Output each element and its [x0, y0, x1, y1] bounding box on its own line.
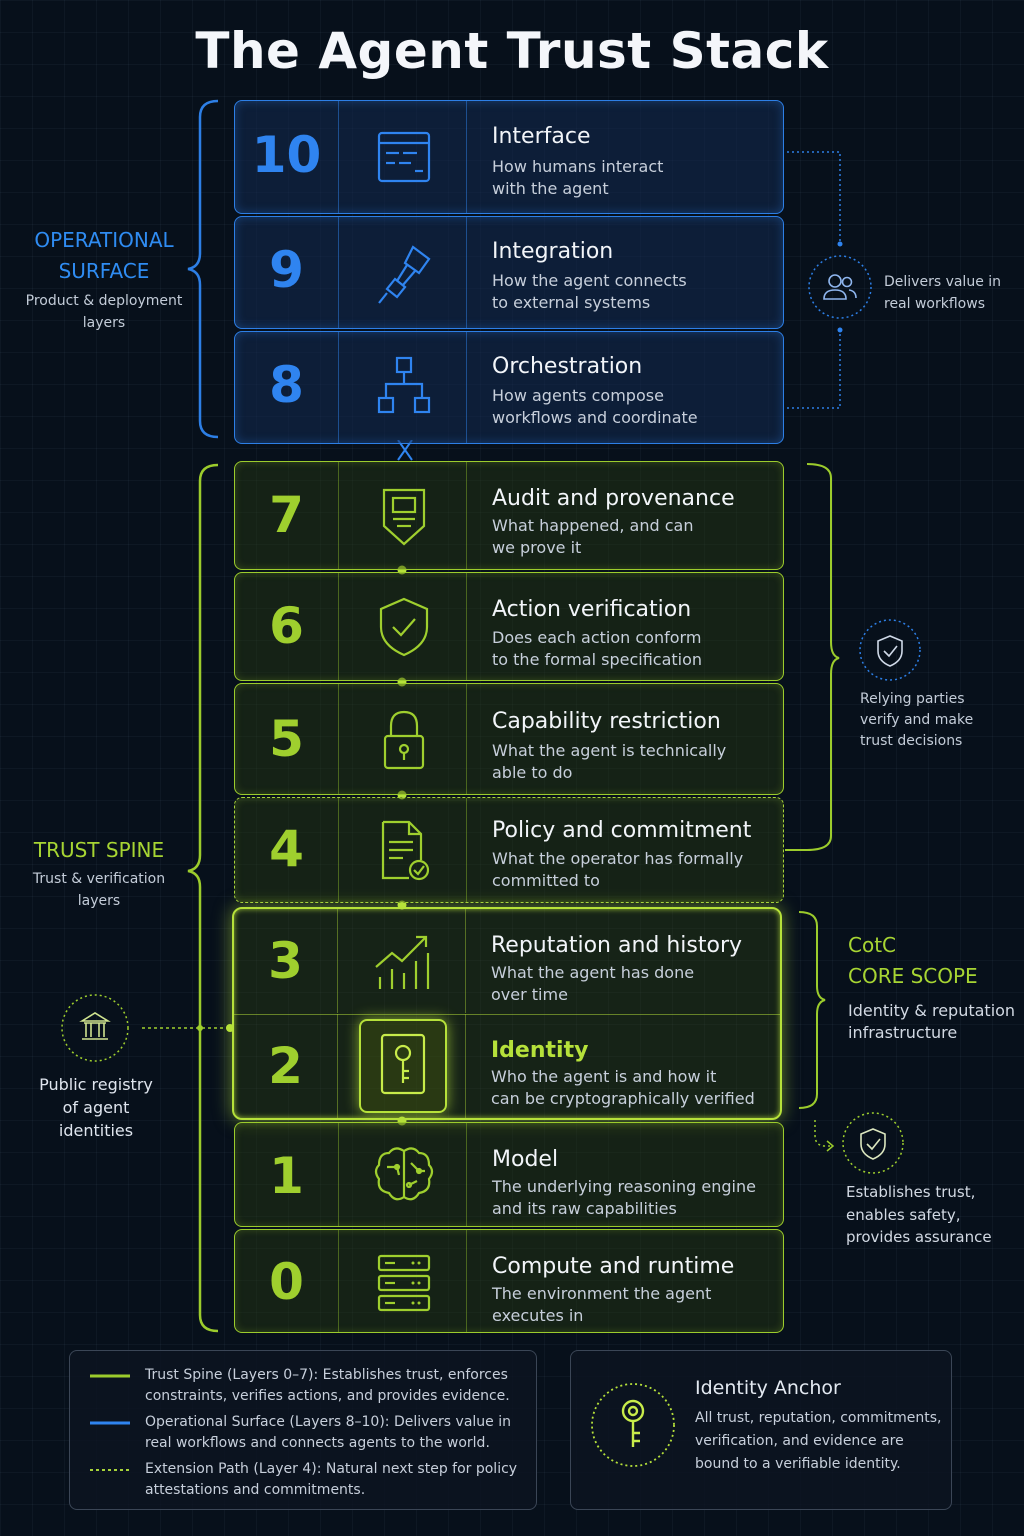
layer-title: Integration	[492, 239, 614, 264]
key-icon	[380, 1033, 426, 1095]
key-icon	[591, 1383, 675, 1467]
shield-check-icon	[877, 635, 903, 667]
layer-number: 6	[269, 597, 304, 655]
layer-number: 1	[269, 1147, 304, 1205]
identity-anchor-box: Identity Anchor All trust, reputation, c…	[570, 1350, 952, 1510]
layer-title: Audit and provenance	[492, 486, 735, 511]
document-check-icon	[381, 820, 430, 881]
layer-title: Action verification	[492, 597, 692, 622]
shield-check-icon	[379, 597, 429, 657]
layer-0-compute-runtime[interactable]: 0 Compute and runtime The environment th…	[234, 1229, 784, 1333]
page-title: The Agent Trust Stack	[195, 22, 829, 80]
layer-number: 7	[269, 486, 304, 544]
layer-title: Capability restriction	[492, 709, 721, 734]
delivers-value-label: Delivers value in real workflows	[884, 274, 1002, 312]
shield-icon	[860, 1128, 886, 1160]
legend-operational-surface: Operational Surface (Layers 8–10): Deliv…	[145, 1414, 511, 1451]
layer-title: Reputation and history	[491, 933, 743, 958]
layer-5-capability-restriction[interactable]: 5 Capability restriction What the agent …	[234, 683, 784, 795]
layer-3-reputation-history[interactable]: 3 Reputation and history What the agent …	[234, 909, 784, 1013]
growth-chart-icon	[375, 935, 430, 989]
trust-spine-heading: TRUST SPINE	[33, 838, 165, 862]
layer-title: Model	[492, 1147, 559, 1172]
cotc-subtitle: Identity & reputation infrastructure	[848, 1001, 1016, 1042]
layer-number: 10	[251, 126, 322, 184]
bracket-lines	[187, 99, 219, 1333]
layer-6-action-verification[interactable]: 6 Action verification Does each action c…	[234, 572, 784, 681]
layer-number: 8	[269, 356, 304, 414]
brain-icon	[374, 1147, 434, 1201]
plug-icon	[378, 245, 431, 304]
cotc-core-scope-heading: CotC CORE SCOPE	[848, 933, 978, 988]
layer-title: Orchestration	[492, 354, 643, 379]
legend-trust-spine: Trust Spine (Layers 0–7): Establishes tr…	[145, 1367, 510, 1404]
layer-number: 5	[269, 710, 304, 768]
operational-surface-heading: OPERATIONAL SURFACE	[34, 228, 174, 283]
layer-title: Policy and commitment	[492, 818, 752, 843]
identity-anchor-title: Identity Anchor	[695, 1377, 841, 1399]
bank-icon	[79, 1012, 111, 1040]
hierarchy-icon	[377, 356, 431, 414]
layer-7-audit-provenance[interactable]: 7 Audit and provenance What happened, an…	[234, 461, 784, 570]
layer-title: Interface	[492, 124, 591, 149]
registry-connector	[61, 994, 234, 1062]
layer-number: 3	[268, 932, 303, 990]
right-connectors	[785, 151, 921, 1174]
layer-title: Identity	[491, 1038, 589, 1063]
operational-surface-subtitle: Product & deployment layers	[25, 293, 183, 331]
legend-swatches	[90, 1374, 130, 1471]
layer-number: 2	[268, 1037, 303, 1095]
registry-label: Public registry of agent identities	[39, 1075, 153, 1140]
establishes-trust-label: Establishes trust, enables safety, provi…	[846, 1183, 992, 1246]
legend-box: Trust Spine (Layers 0–7): Establishes tr…	[69, 1350, 537, 1510]
layer-number: 0	[269, 1253, 304, 1311]
identity-anchor-description: All trust, reputation, commitments,verif…	[695, 1410, 942, 1472]
relying-parties-label: Relying parties verify and make trust de…	[860, 691, 974, 749]
badge-document-icon	[382, 488, 426, 546]
layer-number: 9	[269, 241, 304, 299]
legend-extension-path: Extension Path (Layer 4): Natural next s…	[145, 1461, 518, 1498]
layer-title: Compute and runtime	[492, 1254, 735, 1279]
padlock-icon	[383, 710, 425, 770]
layer-4-policy-commitment[interactable]: 4 Policy and commitment What the operato…	[234, 797, 784, 903]
trust-spine-subtitle: Trust & verification layers	[32, 871, 166, 909]
core-scope-highlight	[232, 907, 782, 1120]
window-icon	[377, 131, 431, 183]
users-icon	[823, 274, 857, 300]
server-icon	[377, 1254, 431, 1312]
layer-number: 4	[269, 820, 304, 878]
